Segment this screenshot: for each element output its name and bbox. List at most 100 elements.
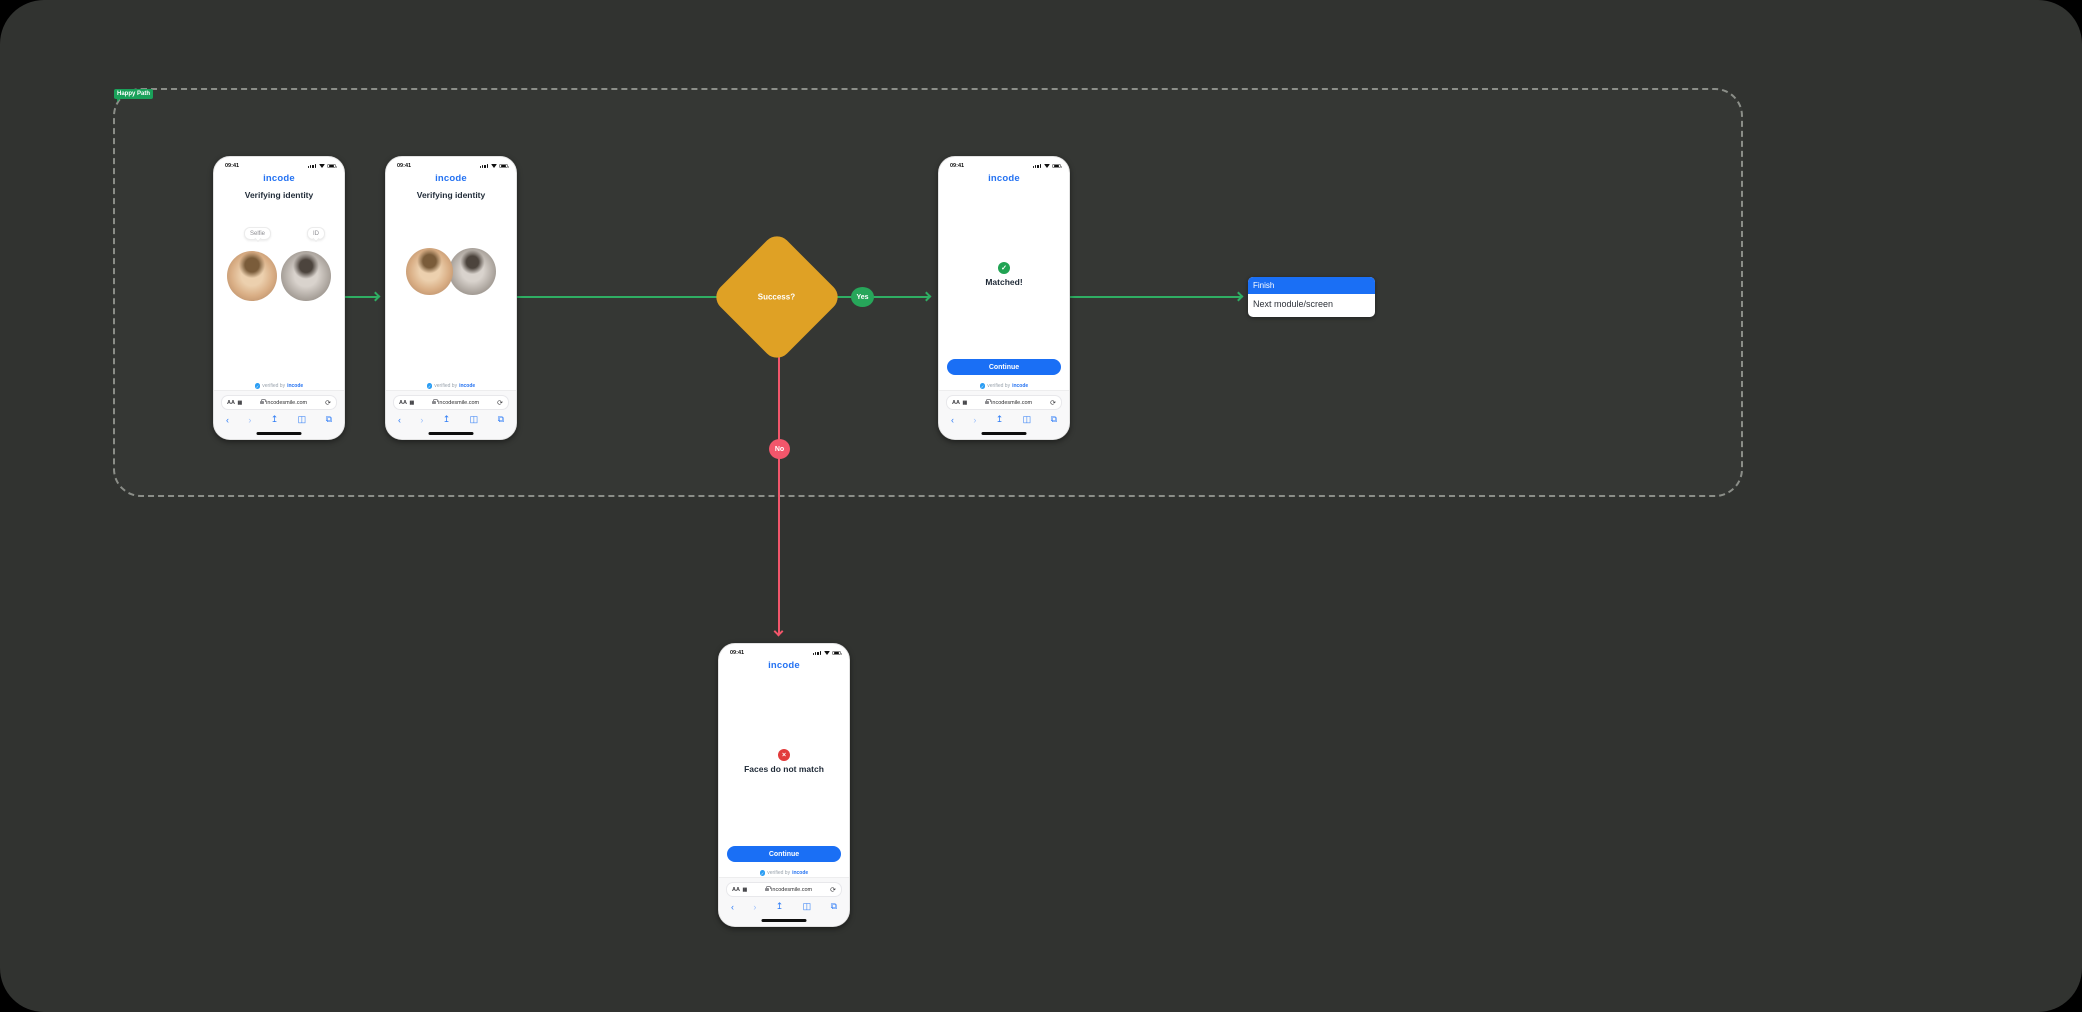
extensions-icon[interactable]: ▦ <box>237 399 243 406</box>
share-icon[interactable]: ↥ <box>270 414 279 424</box>
wifi-icon <box>490 164 497 168</box>
bookmarks-icon[interactable]: ◫ <box>1022 414 1032 424</box>
photo-comparison <box>214 251 344 301</box>
finish-node[interactable]: Finish Next module/screen <box>1248 277 1375 318</box>
extensions-icon[interactable]: ▦ <box>962 399 968 406</box>
screen-title: Verifying identity <box>244 190 314 200</box>
signal-icon <box>479 163 488 169</box>
connector-phone2-decision <box>517 296 723 298</box>
id-label: ID <box>307 227 325 240</box>
connector-matched-finish <box>1070 296 1242 298</box>
url-text: incodesmile.com <box>266 399 308 406</box>
reload-icon[interactable]: ⟳ <box>497 399 503 407</box>
share-icon[interactable]: ↥ <box>775 901 784 911</box>
verified-by-badge: ✓ verified by incode <box>719 870 849 876</box>
lock-icon <box>432 398 438 405</box>
section-label[interactable]: Happy Path <box>114 89 154 99</box>
status-icons <box>307 163 337 169</box>
connector-decision-matched <box>826 296 930 298</box>
extensions-icon[interactable]: ▦ <box>409 399 415 406</box>
forward-icon[interactable]: › <box>973 414 977 425</box>
incode-logo: incode <box>768 660 800 671</box>
status-icons <box>812 650 842 656</box>
edge-label-yes[interactable]: Yes <box>851 287 874 307</box>
safari-chrome: AA ▦ incodesmile.com ⟳ ‹ › ↥ ◫ ⧉ <box>214 390 344 439</box>
error-cross-icon: × <box>778 749 790 761</box>
continue-button[interactable]: Continue <box>727 846 841 862</box>
wifi-icon <box>318 164 325 168</box>
status-bar: 09:41 <box>397 163 509 169</box>
battery-icon <box>1052 163 1062 169</box>
url-bar[interactable]: AA ▦ incodesmile.com ⟳ <box>946 395 1062 410</box>
back-icon[interactable]: ‹ <box>731 901 734 912</box>
share-icon[interactable]: ↥ <box>995 414 1004 424</box>
tabs-icon[interactable]: ⧉ <box>497 414 504 424</box>
reload-icon[interactable]: ⟳ <box>325 399 331 407</box>
browser-toolbar: ‹ › ↥ ◫ ⧉ <box>226 414 332 425</box>
happy-path-section[interactable] <box>113 88 1743 497</box>
url-text: incodesmile.com <box>991 399 1033 406</box>
finish-node-subtitle: Next module/screen <box>1253 298 1334 309</box>
wifi-icon <box>823 651 830 655</box>
verified-check-icon: ✓ <box>426 383 433 389</box>
bookmarks-icon[interactable]: ◫ <box>297 414 307 424</box>
verified-check-icon: ✓ <box>759 870 766 876</box>
verified-prefix: verified by <box>987 383 1011 389</box>
verified-prefix: verified by <box>434 383 458 389</box>
verified-by-badge: ✓ verified by incode <box>386 383 516 389</box>
selfie-label: Selfie <box>244 227 272 240</box>
signal-icon <box>307 163 316 169</box>
phone-frame-verify-2[interactable]: 09:41 incode Verifying identity ✓ verifi… <box>385 156 517 440</box>
bookmarks-icon[interactable]: ◫ <box>469 414 479 424</box>
battery-icon <box>327 163 337 169</box>
status-time: 09:41 <box>225 163 240 169</box>
forward-icon[interactable]: › <box>420 414 424 425</box>
text-size-icon[interactable]: AA <box>399 399 407 406</box>
phone-frame-verify-1[interactable]: 09:41 incode Verifying identity Selfie I… <box>213 156 345 440</box>
reload-icon[interactable]: ⟳ <box>1050 399 1056 407</box>
verified-brand: incode <box>1012 383 1029 389</box>
url-text: incodesmile.com <box>438 399 480 406</box>
success-check-icon: ✓ <box>998 262 1010 274</box>
home-indicator <box>256 431 302 435</box>
tabs-icon[interactable]: ⧉ <box>325 414 332 424</box>
signal-icon <box>1032 163 1041 169</box>
safari-chrome: AA ▦ incodesmile.com ⟳ ‹ › ↥ ◫ ⧉ <box>939 390 1069 439</box>
lock-icon <box>985 398 991 405</box>
battery-icon <box>499 163 509 169</box>
connector-phone1-phone2 <box>345 296 379 298</box>
reload-icon[interactable]: ⟳ <box>830 886 836 894</box>
back-icon[interactable]: ‹ <box>226 414 229 425</box>
url-bar[interactable]: AA ▦ incodesmile.com ⟳ <box>726 882 842 897</box>
continue-button[interactable]: Continue <box>947 359 1061 375</box>
extensions-icon[interactable]: ▦ <box>742 886 748 893</box>
share-icon[interactable]: ↥ <box>442 414 451 424</box>
text-size-icon[interactable]: AA <box>732 886 740 893</box>
edge-label-no[interactable]: No <box>769 439 790 459</box>
tabs-icon[interactable]: ⧉ <box>1050 414 1057 424</box>
safari-chrome: AA ▦ incodesmile.com ⟳ ‹ › ↥ ◫ ⧉ <box>719 877 849 926</box>
bookmarks-icon[interactable]: ◫ <box>802 901 812 911</box>
phone-frame-no-match[interactable]: 09:41 incode × Faces do not match Contin… <box>718 643 850 927</box>
back-icon[interactable]: ‹ <box>951 414 954 425</box>
back-icon[interactable]: ‹ <box>398 414 401 425</box>
status-time: 09:41 <box>397 163 412 169</box>
forward-icon[interactable]: › <box>248 414 252 425</box>
phone-frame-matched[interactable]: 09:41 incode ✓ Matched! Continue ✓ verif… <box>938 156 1070 440</box>
url-bar[interactable]: AA ▦ incodesmile.com ⟳ <box>393 395 509 410</box>
tabs-icon[interactable]: ⧉ <box>830 901 837 911</box>
text-size-icon[interactable]: AA <box>952 399 960 406</box>
verified-brand: incode <box>287 383 304 389</box>
photo-comparison-merging <box>386 248 516 295</box>
url-bar[interactable]: AA ▦ incodesmile.com ⟳ <box>221 395 337 410</box>
verified-check-icon: ✓ <box>979 383 986 389</box>
browser-toolbar: ‹ › ↥ ◫ ⧉ <box>398 414 504 425</box>
forward-icon[interactable]: › <box>753 901 757 912</box>
text-size-icon[interactable]: AA <box>227 399 235 406</box>
incode-logo: incode <box>435 173 467 184</box>
home-indicator <box>428 431 474 435</box>
safari-chrome: AA ▦ incodesmile.com ⟳ ‹ › ↥ ◫ ⧉ <box>386 390 516 439</box>
status-bar: 09:41 <box>225 163 337 169</box>
status-time: 09:41 <box>730 650 745 656</box>
